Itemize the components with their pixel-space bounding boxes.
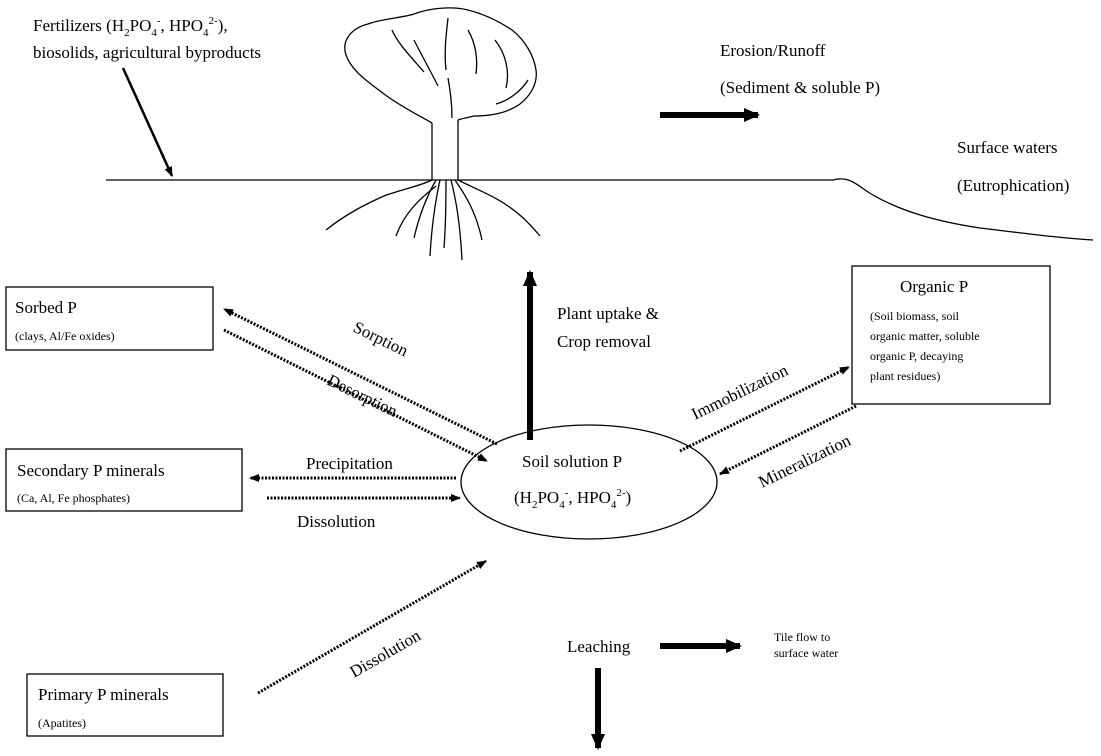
plant-uptake-label-2: Crop removal bbox=[557, 332, 651, 351]
sorbed-p-subtitle: (clays, Al/Fe oxides) bbox=[15, 329, 115, 343]
organic-p-line-2: organic matter, soluble bbox=[870, 329, 980, 343]
soil-solution-ellipse bbox=[460, 424, 718, 540]
shoreline bbox=[832, 178, 1094, 241]
primary-p-box bbox=[26, 673, 224, 737]
fertilizer-input-arrow bbox=[121, 67, 174, 177]
primary-p-subtitle: (Apatites) bbox=[38, 716, 86, 730]
dissolution-secondary-label: Dissolution bbox=[297, 512, 376, 531]
organic-p-line-4: plant residues) bbox=[870, 369, 940, 383]
dissolution-primary-arrow bbox=[257, 559, 487, 695]
primary-p-title: Primary P minerals bbox=[38, 685, 169, 704]
organic-p-title: Organic P bbox=[900, 277, 968, 296]
sorbed-p-box bbox=[5, 286, 214, 351]
sorbed-p-title: Sorbed P bbox=[15, 298, 77, 317]
secondary-p-box bbox=[5, 448, 243, 512]
fertilizer-input-label-line2: biosolids, agricultural byproducts bbox=[33, 43, 261, 62]
tile-flow-label-1: Tile flow to bbox=[774, 630, 830, 644]
soil-solution-title: Soil solution P bbox=[522, 452, 622, 471]
sorption-label: Sorption bbox=[350, 318, 411, 361]
erosion-subtitle: (Sediment & soluble P) bbox=[720, 78, 880, 97]
surface-waters-subtitle: (Eutrophication) bbox=[957, 176, 1069, 195]
leaching-label: Leaching bbox=[567, 637, 631, 656]
organic-p-box bbox=[851, 265, 1051, 405]
tree-icon bbox=[325, 7, 541, 261]
precipitation-label: Precipitation bbox=[306, 454, 393, 473]
desorption-label: Desorption bbox=[324, 371, 401, 421]
surface-waters-title: Surface waters bbox=[957, 138, 1058, 157]
soil-solution-formula: (H2PO4-, HPO42-) bbox=[514, 487, 631, 511]
organic-p-line-1: (Soil biomass, soil bbox=[870, 309, 960, 323]
organic-p-line-3: organic P, decaying bbox=[870, 349, 963, 363]
erosion-title: Erosion/Runoff bbox=[720, 41, 826, 60]
mineralization-arrow bbox=[719, 404, 857, 476]
secondary-p-title: Secondary P minerals bbox=[17, 461, 165, 480]
plant-uptake-label-1: Plant uptake & bbox=[557, 304, 659, 323]
sorption-arrow bbox=[223, 307, 498, 446]
secondary-p-subtitle: (Ca, Al, Fe phosphates) bbox=[17, 491, 130, 505]
tile-flow-label-2: surface water bbox=[774, 646, 838, 660]
immobilization-label: Immobilization bbox=[688, 360, 791, 423]
mineralization-label: Mineralization bbox=[755, 430, 854, 491]
fertilizer-input-label: Fertilizers (H2PO4-, HPO42-), bbox=[33, 15, 228, 39]
